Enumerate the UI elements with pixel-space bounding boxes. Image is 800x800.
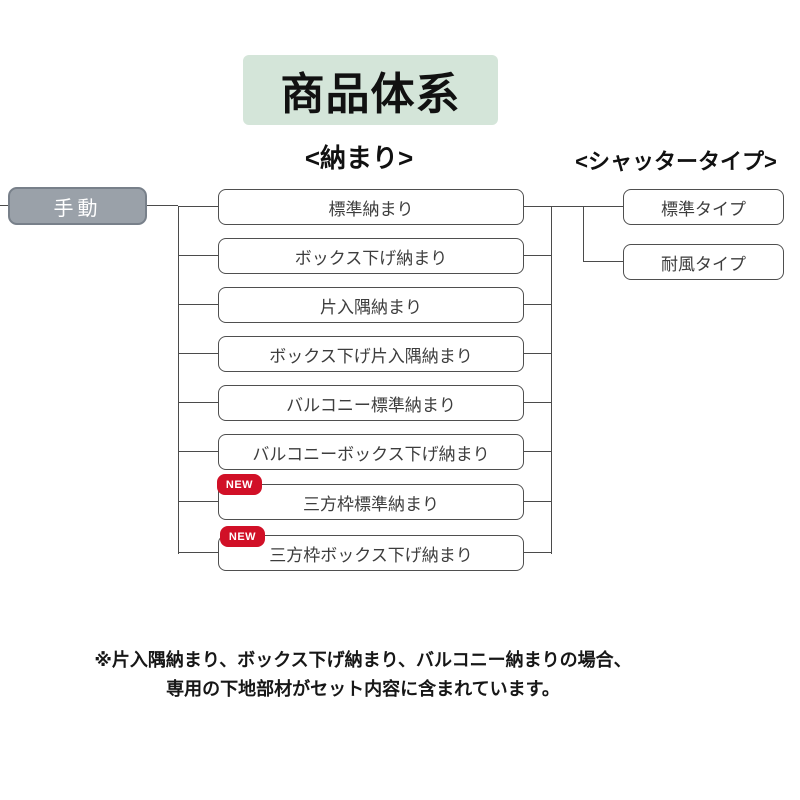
node-osamari-standard: 標準納まり bbox=[218, 189, 524, 225]
connector-branch-right bbox=[524, 501, 552, 502]
connector-shutter-branch bbox=[583, 261, 623, 262]
node-type-standard: 標準タイプ bbox=[623, 189, 784, 225]
node-manual: 手動 bbox=[8, 187, 147, 225]
new-badge-label: NEW bbox=[225, 478, 254, 491]
connector-left-stub bbox=[0, 205, 8, 206]
page-title: 商品体系 bbox=[243, 55, 498, 125]
connector-branch-right bbox=[524, 353, 552, 354]
connector-branch-right bbox=[524, 451, 552, 452]
footnote-line-2: 専用の下地部材がセット内容に含まれています。 bbox=[166, 679, 560, 699]
connector-branch-left bbox=[178, 255, 219, 256]
connector-branch-right bbox=[524, 402, 552, 403]
connector-root bbox=[147, 205, 178, 206]
new-badge: NEW bbox=[220, 526, 265, 547]
node-osamari-box-lowered-corner: ボックス下げ片入隅納まり bbox=[218, 336, 524, 372]
node-type-wind-resistant: 耐風タイプ bbox=[623, 244, 784, 280]
connector-branch-left bbox=[178, 402, 219, 403]
connector-branch-left bbox=[178, 552, 219, 553]
node-osamari-threeway-standard: 三方枠標準納まり bbox=[218, 484, 524, 520]
new-badge-label: NEW bbox=[228, 530, 257, 543]
node-osamari-corner: 片入隅納まり bbox=[218, 287, 524, 323]
footnote: ※片入隅納まり、ボックス下げ納まり、バルコニー納まりの場合、 専用の下地部材がセ… bbox=[0, 646, 726, 704]
new-badge: NEW bbox=[217, 474, 262, 495]
column-header-shutter-type: <シャッタータイプ> bbox=[575, 149, 777, 174]
node-osamari-threeway-box-lowered: 三方枠ボックス下げ納まり bbox=[218, 535, 524, 571]
node-osamari-box-lowered: ボックス下げ納まり bbox=[218, 238, 524, 274]
connector-branch-left bbox=[178, 304, 219, 305]
footnote-line-1: ※片入隅納まり、ボックス下げ納まり、バルコニー納まりの場合、 bbox=[94, 650, 632, 670]
connector-branch-left bbox=[178, 353, 219, 354]
connector-branch-right bbox=[524, 304, 552, 305]
connector-branch-right bbox=[524, 552, 552, 553]
connector-left-trunk bbox=[178, 206, 179, 554]
connector-branch-right bbox=[524, 255, 552, 256]
connector-branch-right bbox=[524, 206, 552, 207]
connector-shutter-trunk bbox=[583, 206, 584, 262]
connector-branch-left bbox=[178, 501, 219, 502]
node-osamari-balcony-standard: バルコニー標準納まり bbox=[218, 385, 524, 421]
connector-shutter-top bbox=[551, 206, 623, 207]
node-osamari-balcony-box-lowered: バルコニーボックス下げ納まり bbox=[218, 434, 524, 470]
connector-branch-left bbox=[178, 451, 219, 452]
column-header-osamari: <納まり> bbox=[304, 143, 414, 173]
connector-right-trunk bbox=[551, 206, 552, 554]
connector-branch-left bbox=[178, 206, 219, 207]
